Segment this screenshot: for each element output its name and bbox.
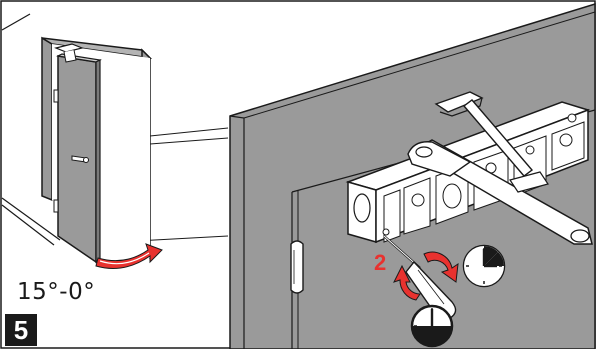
clock-quarter-icon (462, 244, 506, 288)
swing-arrow-icon (95, 243, 163, 269)
wall-and-door-closer (229, 2, 596, 349)
rotate-arrows-icon (393, 251, 459, 301)
clock-three-quarter-icon (410, 304, 454, 348)
step-number-badge: 5 (5, 314, 37, 346)
door-angle-label: 15°-0° (17, 279, 96, 305)
valve-number-label: 2 (374, 250, 387, 275)
door-overview-icon (1, 13, 229, 264)
